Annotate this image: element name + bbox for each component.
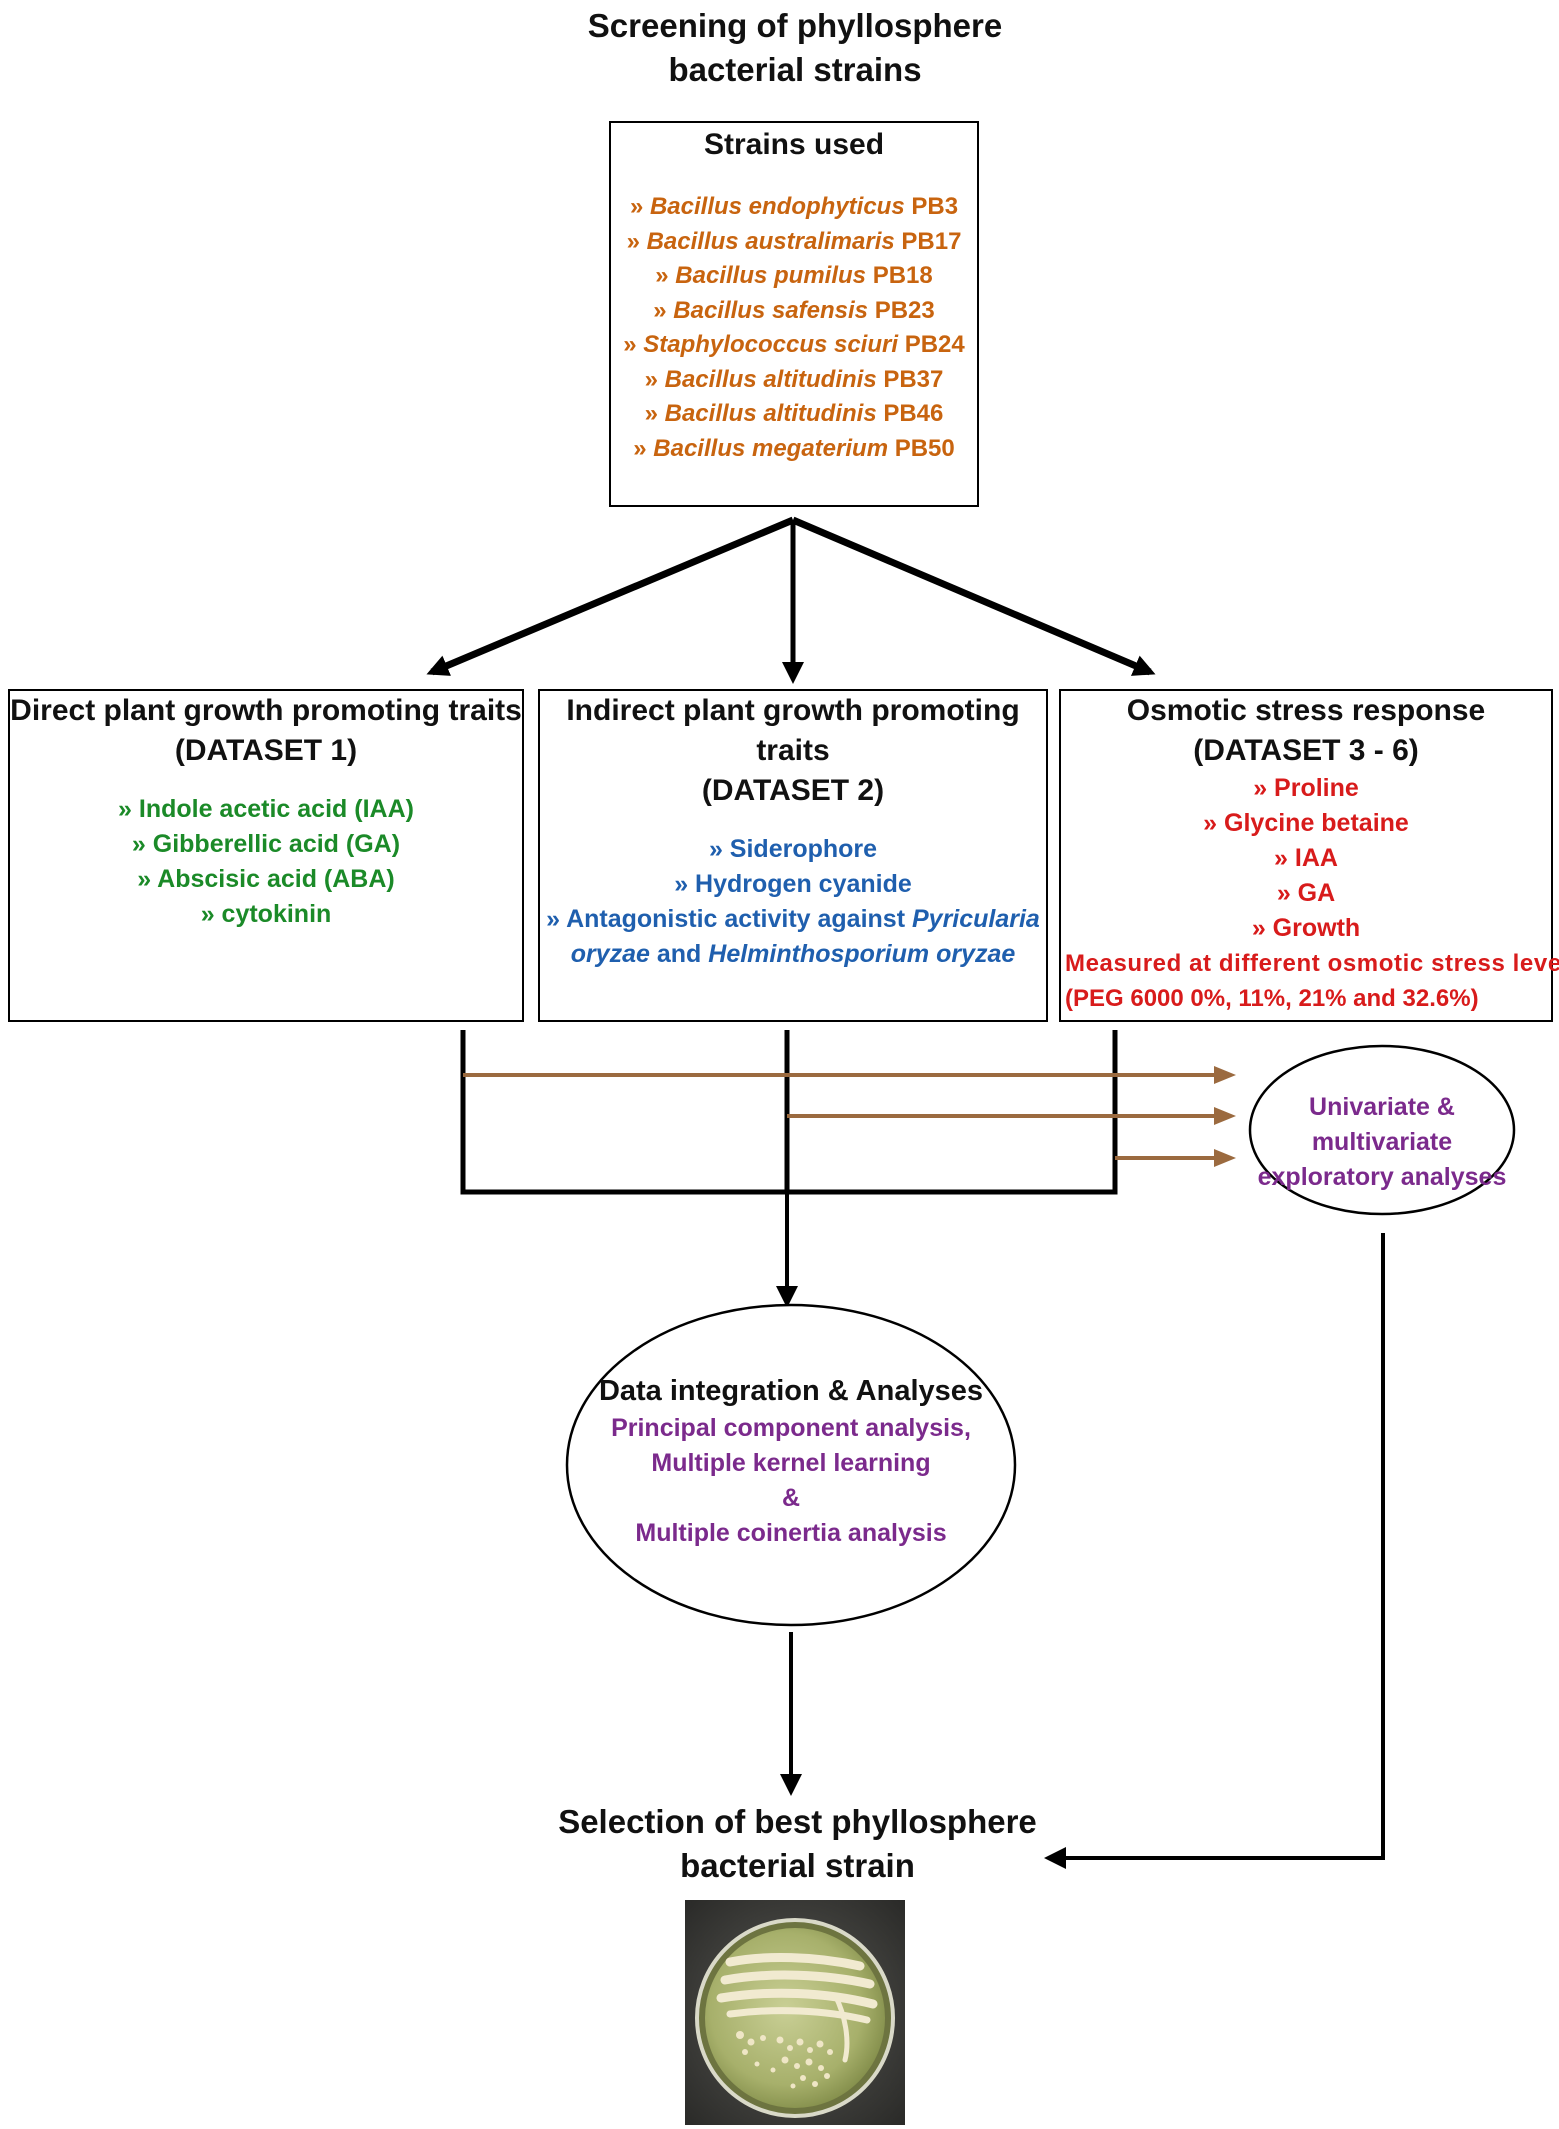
dataset-1-item: » cytokinin bbox=[200, 900, 332, 928]
strain-species: Bacillus australimaris bbox=[646, 227, 895, 255]
strain-code: PB17 bbox=[901, 227, 962, 255]
petri-dish-drawing bbox=[685, 1900, 905, 2125]
strain-species: Bacillus altitudinis bbox=[664, 365, 877, 393]
strain-code: PB3 bbox=[911, 193, 959, 220]
dataset-2-subheading: (DATASET 2) bbox=[701, 774, 885, 807]
diagram-title: Screening of phyllosphere bacterial stra… bbox=[545, 4, 1045, 92]
dataset-1-item: » Gibberellic acid (GA) bbox=[131, 830, 401, 858]
dataset-2-box: Indirect plant growth promoting traits (… bbox=[538, 689, 1048, 1022]
strain-bullet: » bbox=[629, 193, 644, 220]
integration-line: Multiple coinertia analysis bbox=[635, 1519, 947, 1547]
strain-species: Bacillus megaterium bbox=[653, 434, 889, 462]
dataset-3-heading: Osmotic stress response bbox=[1126, 694, 1486, 727]
strain-item: » Bacillus australimaris PB17 bbox=[611, 225, 977, 260]
strain-species: Bacillus altitudinis bbox=[664, 400, 877, 427]
dataset-1-item: » Abscisic acid (ABA) bbox=[137, 865, 395, 893]
bacterial-streaks bbox=[716, 1952, 878, 2063]
strain-code: PB24 bbox=[904, 331, 965, 358]
strain-code: PB50 bbox=[894, 434, 955, 462]
strains-used-box: Strains used » Bacillus endophyticus PB3… bbox=[609, 121, 979, 507]
univariate-ellipse bbox=[1248, 1044, 1516, 1216]
strain-code: PB18 bbox=[872, 262, 933, 289]
strain-item: » Bacillus altitudinis PB37 bbox=[611, 363, 977, 398]
integration-line: & bbox=[781, 1484, 801, 1512]
selection-title-line-2: bacterial strain bbox=[680, 1847, 915, 1884]
strain-code: PB23 bbox=[874, 296, 935, 324]
strain-item: » Bacillus megaterium PB50 bbox=[611, 432, 977, 467]
integration-line: Principal component analysis, bbox=[611, 1414, 971, 1442]
strain-bullet: » bbox=[626, 227, 640, 255]
strain-item: » Bacillus endophyticus PB3 bbox=[611, 190, 977, 225]
dataset-2-item: » Siderophore bbox=[708, 835, 878, 863]
strain-item: » Bacillus safensis PB23 bbox=[611, 294, 977, 329]
strains-used-heading: Strains used bbox=[703, 128, 885, 161]
strain-item: » Bacillus pumilus PB18 bbox=[611, 259, 977, 294]
dataset-3-item: » IAA bbox=[1274, 844, 1338, 872]
strain-item: » Staphylococcus sciuri PB24 bbox=[611, 328, 977, 363]
univariate-line-1: Univariate & multivariate bbox=[1309, 1093, 1455, 1156]
arrow-to-dataset-3 bbox=[791, 516, 1156, 676]
strain-species: Staphylococcus sciuri bbox=[643, 331, 899, 358]
antagonistic-prefix: » Antagonistic activity against bbox=[546, 905, 912, 933]
diagram-title-line-2: bacterial strains bbox=[668, 51, 922, 88]
strain-item: » Bacillus altitudinis PB46 bbox=[611, 397, 977, 432]
joiner: and bbox=[649, 940, 709, 968]
strain-species: Bacillus pumilus bbox=[675, 262, 867, 289]
univariate-to-selection-line bbox=[1044, 1233, 1385, 1869]
selection-title: Selection of best phyllosphere bacterial… bbox=[545, 1800, 1050, 1888]
strain-bullet: » bbox=[623, 331, 637, 358]
integration-label: Data integration & Analyses Principal co… bbox=[591, 1371, 991, 1551]
strain-species: Bacillus endophyticus bbox=[649, 193, 905, 220]
selection-title-line-1: Selection of best phyllosphere bbox=[558, 1803, 1037, 1840]
dataset-2-item: » Hydrogen cyanide bbox=[674, 870, 912, 898]
pathogen-1: Pyricularia oryzae bbox=[570, 905, 1040, 968]
univariate-line-2: exploratory analyses bbox=[1257, 1163, 1507, 1191]
petri-dish-photo bbox=[685, 1900, 905, 2125]
dataset-3-peg: (PEG 6000 0%, 11%, 21% and 32.6%) bbox=[1065, 985, 1479, 1012]
strain-bullet: » bbox=[644, 400, 658, 427]
strain-list: » Bacillus endophyticus PB3» Bacillus au… bbox=[611, 190, 977, 466]
dataset-1-subheading: (DATASET 1) bbox=[174, 734, 358, 767]
dataset-3-item: » Growth bbox=[1251, 914, 1361, 942]
dataset-1-box: Direct plant growth promoting traits (DA… bbox=[8, 689, 524, 1022]
dataset-3-item: » Glycine betaine bbox=[1203, 809, 1409, 837]
strain-species: Bacillus safensis bbox=[673, 296, 869, 324]
strain-code: PB37 bbox=[883, 365, 944, 393]
strain-bullet: » bbox=[653, 296, 667, 324]
diagram-title-line-1: Screening of phyllosphere bbox=[587, 7, 1003, 44]
integration-line: Multiple kernel learning bbox=[651, 1449, 931, 1477]
strain-code: PB46 bbox=[883, 400, 944, 427]
dataset-3-item: » Proline bbox=[1253, 774, 1359, 802]
dataset-1-heading: Direct plant growth promoting traits bbox=[10, 694, 522, 727]
univariate-label: Univariate & multivariate exploratory an… bbox=[1246, 1090, 1518, 1195]
dataset-3-measured: Measured at different osmotic stress lev… bbox=[1065, 950, 1559, 977]
dataset-3-box: Osmotic stress response (DATASET 3 - 6) … bbox=[1059, 689, 1559, 1022]
bacterial-colonies bbox=[736, 2031, 833, 2089]
dataset-3-item: » GA bbox=[1276, 879, 1336, 907]
dataset-3-subheading: (DATASET 3 - 6) bbox=[1193, 734, 1419, 767]
integration-ellipse bbox=[565, 1303, 1017, 1627]
dataset-2-heading: Indirect plant growth promoting traits bbox=[566, 694, 1020, 767]
strain-bullet: » bbox=[655, 262, 669, 289]
dataset-2-antagonistic: » Antagonistic activity against Pyricula… bbox=[540, 902, 1046, 972]
strain-bullet: » bbox=[633, 434, 647, 462]
pathogen-2: Helminthosporium oryzae bbox=[708, 940, 1016, 968]
integration-heading: Data integration & Analyses bbox=[598, 1375, 984, 1407]
strain-bullet: » bbox=[644, 365, 658, 393]
arrow-to-dataset-1 bbox=[426, 516, 795, 676]
dataset-1-item: » Indole acetic acid (IAA) bbox=[118, 795, 414, 823]
